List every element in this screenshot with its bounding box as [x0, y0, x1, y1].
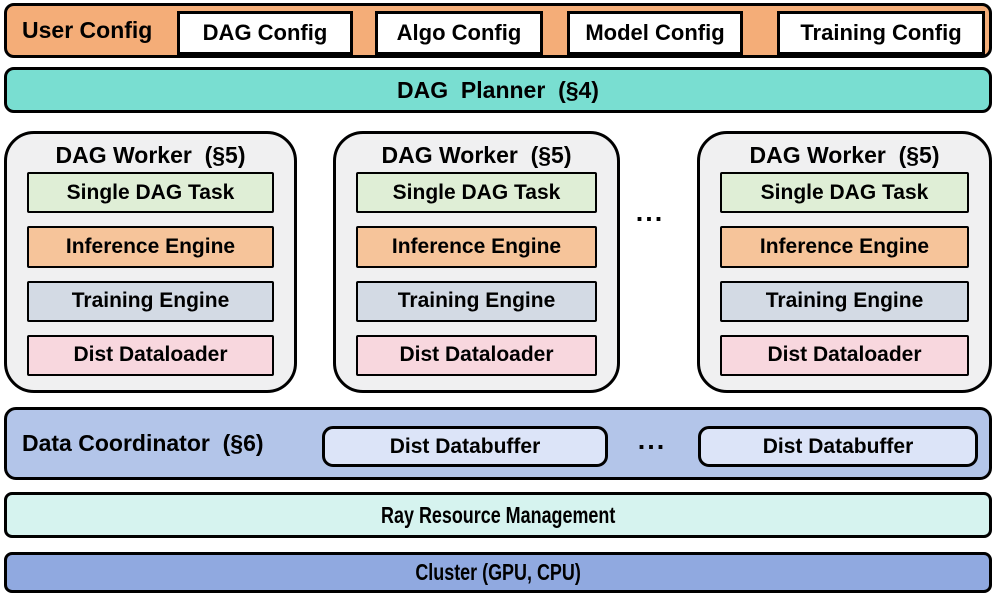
dist-databuffer-1: Dist Databuffer: [322, 426, 608, 467]
module-dist-dataloader: Dist Dataloader: [720, 334, 969, 376]
module-inference-engine: Inference Engine: [356, 226, 597, 268]
config-box-dag-config: DAG Config: [177, 11, 353, 55]
config-box-training-config: Training Config: [777, 11, 985, 55]
module-single-dag-task: Single DAG Task: [27, 172, 274, 214]
config-box-model-config: Model Config: [567, 11, 743, 55]
config-box-algo-config: Algo Config: [375, 11, 543, 55]
dag-worker-3: DAG Worker (§5) Single DAG Task Inferenc…: [697, 131, 992, 393]
dag-worker-1: DAG Worker (§5) Single DAG Task Inferenc…: [4, 131, 297, 393]
data-coordinator-label: Data Coordinator (§6): [22, 430, 264, 456]
dag-worker-modules: Single DAG Task Inference Engine Trainin…: [356, 172, 597, 376]
module-single-dag-task: Single DAG Task: [356, 172, 597, 214]
ray-resource-management-label: Ray Resource Management: [380, 501, 616, 528]
workers-ellipsis: ...: [635, 197, 665, 227]
module-dist-dataloader: Dist Dataloader: [356, 334, 597, 376]
dag-planner-bar: DAG Planner (§4): [4, 67, 992, 113]
dist-databuffer-2: Dist Databuffer: [698, 426, 978, 467]
dag-worker-modules: Single DAG Task Inference Engine Trainin…: [27, 172, 274, 376]
module-training-engine: Training Engine: [27, 280, 274, 322]
cluster-label: Cluster (GPU, CPU): [415, 559, 581, 585]
module-training-engine: Training Engine: [356, 280, 597, 322]
dag-worker-modules: Single DAG Task Inference Engine Trainin…: [720, 172, 969, 376]
user-config-bar: User Config DAG Config Algo Config Model…: [4, 3, 992, 58]
module-training-engine: Training Engine: [720, 280, 969, 322]
cluster-bar: Cluster (GPU, CPU): [4, 552, 992, 593]
user-config-label: User Config: [22, 17, 153, 43]
data-coordinator-bar: Data Coordinator (§6) Dist Databuffer ..…: [4, 407, 992, 480]
dag-worker-2: DAG Worker (§5) Single DAG Task Inferenc…: [333, 131, 620, 393]
ray-resource-management-bar: Ray Resource Management: [4, 492, 992, 538]
module-dist-dataloader: Dist Dataloader: [27, 334, 274, 376]
module-inference-engine: Inference Engine: [27, 226, 274, 268]
dag-worker-title: DAG Worker (§5): [381, 142, 572, 168]
dag-worker-title: DAG Worker (§5): [55, 142, 246, 168]
dag-worker-title: DAG Worker (§5): [749, 142, 940, 168]
module-inference-engine: Inference Engine: [720, 226, 969, 268]
module-single-dag-task: Single DAG Task: [720, 172, 969, 214]
databuffer-ellipsis: ...: [637, 425, 667, 455]
